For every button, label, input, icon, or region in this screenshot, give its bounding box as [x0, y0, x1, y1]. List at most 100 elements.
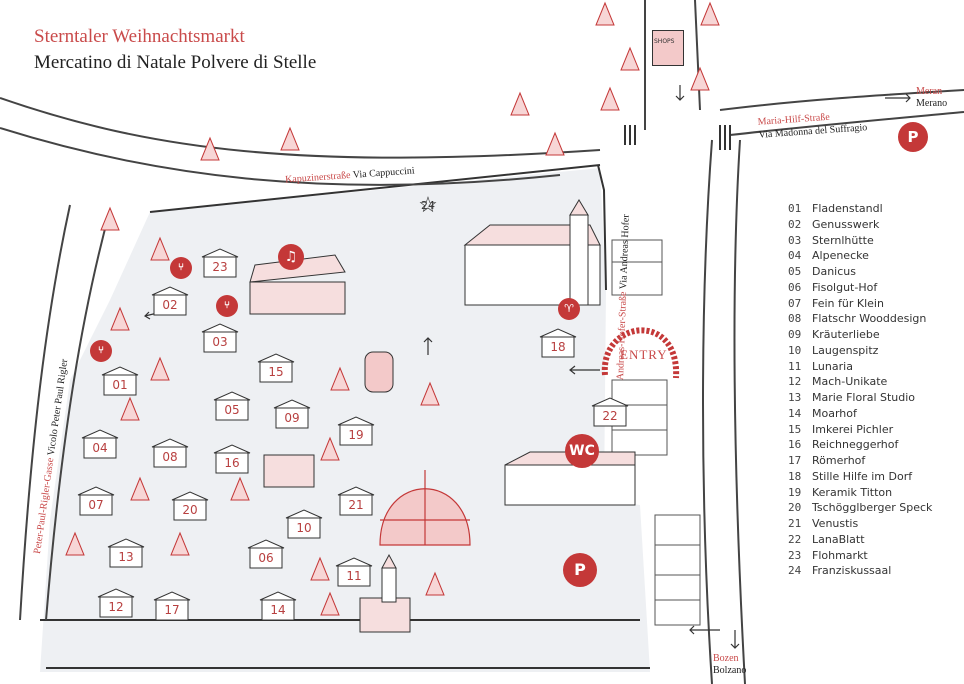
direction-bozen-de: Bozen	[713, 653, 739, 664]
hut-number: 06	[258, 551, 274, 565]
hut-icon	[153, 591, 191, 621]
kapuziner-road	[0, 97, 601, 186]
legend-name: Kräuterliebe	[812, 328, 880, 341]
hut-16[interactable]: 16	[212, 443, 252, 475]
legend-name: Römerhof	[812, 454, 866, 467]
christmas-tree-icon	[700, 1, 720, 26]
legend-name: Genusswerk	[812, 217, 880, 231]
christmas-tree-icon	[230, 476, 250, 501]
hut-number: 20	[182, 503, 198, 517]
hut-icon	[151, 286, 189, 316]
legend-number: 17	[788, 454, 802, 467]
legend-number: 01	[788, 202, 802, 215]
hut-02[interactable]: 02	[150, 285, 190, 317]
legend-name: Fladenstandl	[812, 202, 883, 215]
legend-name: Keramik Titton	[812, 485, 893, 499]
hut-12[interactable]: 12	[96, 587, 136, 619]
christmas-tree-icon	[330, 366, 350, 391]
hut-19[interactable]: 19	[336, 415, 376, 447]
legend-name: Mach-Unikate	[812, 375, 888, 389]
wine-glass-icon: ♈	[558, 298, 580, 320]
hut-icon	[213, 444, 251, 474]
direction-bozen-it: Bolzano	[713, 665, 747, 676]
christmas-tree-icon	[320, 436, 340, 461]
hut-number: 07	[88, 498, 104, 512]
hut-icon	[285, 509, 323, 539]
hut-23[interactable]: 23	[200, 247, 240, 279]
hut-number: 12	[108, 600, 124, 614]
hut-icon	[107, 538, 145, 568]
hut-15[interactable]: 15	[256, 352, 296, 384]
hut-number: 08	[162, 450, 178, 464]
hut-22[interactable]: 22	[590, 396, 630, 428]
hut-04[interactable]: 04	[80, 428, 120, 460]
direction-meran-it: Merano	[916, 98, 948, 109]
parking-badge-top[interactable]: P	[898, 122, 928, 152]
hut-14[interactable]: 14	[258, 590, 298, 622]
legend-row: 19 Keramik Titton	[788, 485, 958, 501]
legend-number: 15	[788, 422, 802, 436]
entry-label: ENTRY	[620, 347, 668, 362]
legend-name: Fisolgut-Hof	[812, 280, 878, 294]
hut-03[interactable]: 03	[200, 322, 240, 354]
legend-row: 17 Römerhof	[788, 453, 958, 469]
shopping-bag-icon	[652, 30, 684, 66]
christmas-tree-icon	[120, 396, 140, 421]
legend-number: 14	[788, 406, 802, 420]
legend-number: 04	[788, 249, 802, 263]
hut-number: 17	[164, 603, 180, 617]
hut-20[interactable]: 20	[170, 490, 210, 522]
hut-number: 04	[92, 441, 108, 455]
wc-badge[interactable]: WC	[565, 434, 599, 468]
hut-icon	[201, 248, 239, 278]
legend-name: Laugenspitz	[812, 343, 879, 357]
legend-name: Danicus	[812, 265, 856, 278]
hut-number: 23	[212, 260, 228, 274]
hut-17[interactable]: 17	[152, 590, 192, 622]
hut-18[interactable]: 18	[538, 327, 578, 359]
hut-21[interactable]: 21	[336, 485, 376, 517]
hut-number: 11	[346, 569, 362, 583]
hut-10[interactable]: 10	[284, 508, 324, 540]
hofer-road	[702, 139, 746, 684]
hut-07[interactable]: 07	[76, 485, 116, 517]
hut-01[interactable]: 01	[100, 365, 140, 397]
legend-number: 19	[788, 485, 802, 499]
hut-number: 22	[602, 409, 618, 423]
hut-11[interactable]: 11	[334, 556, 374, 588]
christmas-tree-icon	[100, 206, 120, 231]
northern-road	[644, 0, 701, 130]
legend-number: 11	[788, 359, 802, 373]
christmas-tree-icon	[150, 236, 170, 261]
christmas-tree-icon	[420, 381, 440, 406]
parking-badge-bottom[interactable]: P	[563, 553, 597, 587]
mulled-wine-pot	[364, 351, 394, 393]
legend-name: Alpenecke	[812, 249, 869, 263]
hut-05[interactable]: 05	[212, 390, 252, 422]
legend-number: 24	[788, 564, 802, 578]
hut-number: 21	[348, 498, 364, 512]
hut-icon	[539, 328, 577, 358]
legend-row: 24 Franziskussaal	[788, 563, 958, 579]
hut-13[interactable]: 13	[106, 537, 146, 569]
crate	[263, 454, 315, 488]
entry-arch	[601, 327, 680, 379]
hut-number: 10	[296, 521, 312, 535]
direction-meran: Meran Merano	[916, 86, 947, 110]
legend-name: Franziskussaal	[812, 564, 892, 578]
hut-06[interactable]: 06	[246, 538, 286, 570]
hut-08[interactable]: 08	[150, 437, 190, 469]
hut-number: 09	[284, 411, 300, 425]
star-24-icon: ☆	[418, 193, 438, 218]
hut-icon	[273, 399, 311, 429]
hut-09[interactable]: 09	[272, 398, 312, 430]
